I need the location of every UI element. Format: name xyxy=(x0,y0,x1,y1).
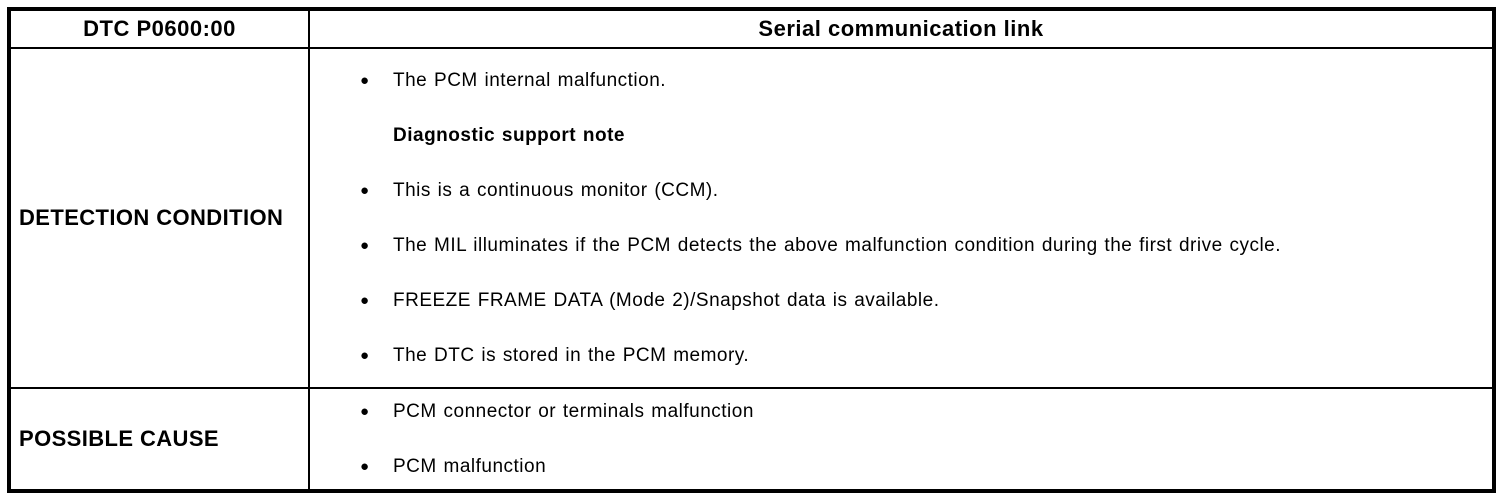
detection-condition-row: DETECTION CONDITION ● The PCM internal m… xyxy=(8,47,1495,389)
row-label-possible-cause: POSSIBLE CAUSE xyxy=(8,387,310,492)
list-item-text: PCM malfunction xyxy=(393,456,547,477)
bullet-icon: ● xyxy=(360,237,370,254)
possible-cause-content: ● PCM connector or terminals malfunction… xyxy=(308,387,1495,492)
list-item: ● PCM malfunction xyxy=(310,452,1362,481)
list-item: ● The MIL illuminates if the PCM detects… xyxy=(310,231,1362,260)
dtc-code-cell: DTC P0600:00 xyxy=(8,8,310,49)
list-item-text: The MIL illuminates if the PCM detects t… xyxy=(393,235,1282,256)
possible-cause-row: POSSIBLE CAUSE ● PCM connector or termin… xyxy=(8,387,1495,492)
bullet-icon: ● xyxy=(360,72,370,89)
list-item-text: FREEZE FRAME DATA (Mode 2)/Snapshot data… xyxy=(393,290,940,311)
list-item: ● FREEZE FRAME DATA (Mode 2)/Snapshot da… xyxy=(310,286,1362,315)
bullet-icon: ● xyxy=(360,403,370,420)
dtc-info-table: DTC P0600:00 Serial communication link D… xyxy=(7,7,1496,493)
list-item: ● This is a continuous monitor (CCM). xyxy=(310,176,1362,205)
bullet-icon: ● xyxy=(360,292,370,309)
list-item: ● The DTC is stored in the PCM memory. xyxy=(310,341,1362,370)
detection-condition-content: ● The PCM internal malfunction. Diagnost… xyxy=(308,47,1495,389)
list-item-text: The PCM internal malfunction. xyxy=(393,70,667,91)
row-label-detection-condition: DETECTION CONDITION xyxy=(8,47,310,389)
list-item-text: PCM connector or terminals malfunction xyxy=(393,401,754,422)
list-item: ● PCM connector or terminals malfunction xyxy=(310,397,1362,426)
list-item-text: Diagnostic support note xyxy=(393,125,625,146)
bullet-icon: ● xyxy=(360,458,370,475)
bullet-icon: ● xyxy=(360,347,370,364)
dtc-title-cell: Serial communication link xyxy=(308,8,1495,49)
list-item-text: The DTC is stored in the PCM memory. xyxy=(393,345,750,366)
bullet-icon: ● xyxy=(360,182,370,199)
diagnostic-support-note-heading: Diagnostic support note xyxy=(310,121,1362,150)
table-header-row: DTC P0600:00 Serial communication link xyxy=(8,8,1495,49)
list-item-text: This is a continuous monitor (CCM). xyxy=(393,180,719,201)
list-item: ● The PCM internal malfunction. xyxy=(310,66,1362,95)
